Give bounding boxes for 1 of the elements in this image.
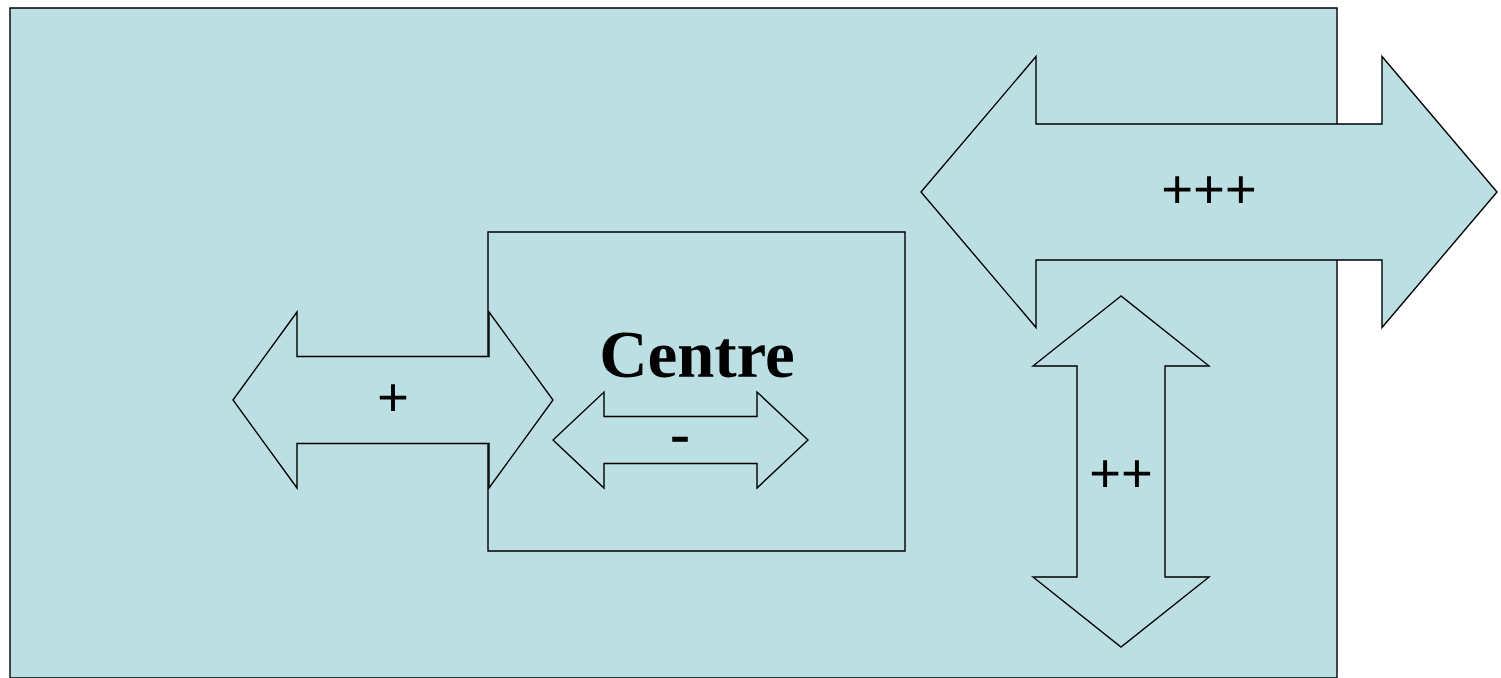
node-label: +++: [1163, 176, 1255, 203]
